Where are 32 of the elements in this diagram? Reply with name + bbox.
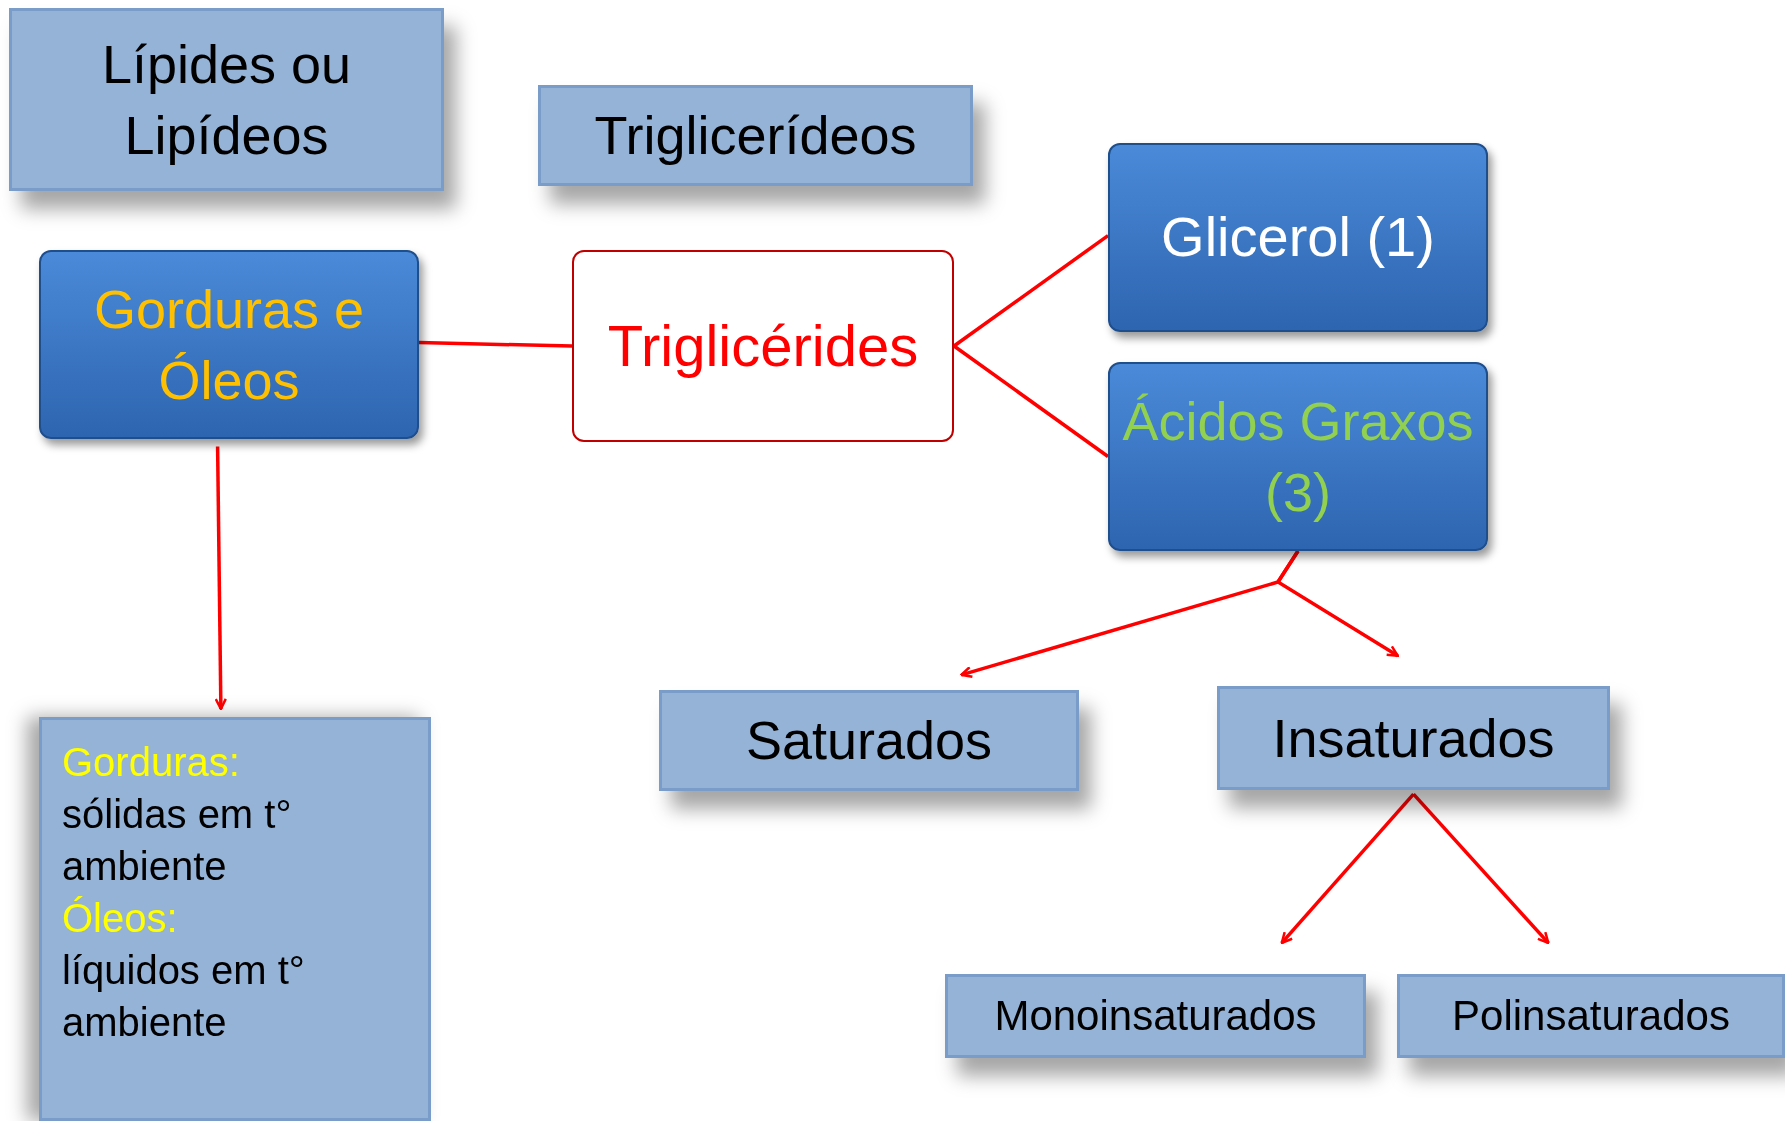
box-label: Polinsaturados: [1452, 990, 1730, 1041]
connector-line: [952, 344, 1110, 458]
arrow: [1412, 793, 1550, 945]
concept-box: [39, 250, 419, 439]
box-label: Lípides ou Lipídeos: [100, 33, 353, 167]
note-heading: Óleos:: [62, 895, 178, 942]
box-label: Triglicérides: [607, 312, 919, 381]
note-box: [39, 717, 431, 1121]
box-label: Monoinsaturados: [994, 990, 1317, 1041]
box-label: Gorduras e Óleos: [92, 278, 366, 412]
connector-line: [418, 340, 573, 348]
note-text: sólidas em t° ambiente: [62, 791, 293, 890]
box-label: Saturados: [745, 709, 993, 773]
connector-line: [953, 234, 1109, 348]
arrow: [214, 446, 227, 711]
note-text: líquidos em t° ambiente: [62, 947, 306, 1046]
category-box: [1217, 686, 1610, 790]
box-label: Glicerol (1): [1161, 204, 1435, 271]
category-box: [1397, 974, 1785, 1058]
note-heading: Gorduras:: [62, 739, 240, 786]
box-label: Ácidos Graxos (3): [1121, 390, 1475, 524]
category-box: [945, 974, 1366, 1058]
concept-box: [1108, 362, 1488, 551]
arrow: [1280, 793, 1415, 945]
box-label: Triglicerídeos: [594, 104, 917, 168]
category-box: [659, 690, 1079, 791]
concept-box: [572, 250, 954, 442]
arrow: [1275, 550, 1400, 658]
title-box: [9, 8, 444, 191]
title-box: [538, 85, 973, 186]
concept-box: [1108, 143, 1488, 332]
box-label: Insaturados: [1272, 706, 1555, 770]
